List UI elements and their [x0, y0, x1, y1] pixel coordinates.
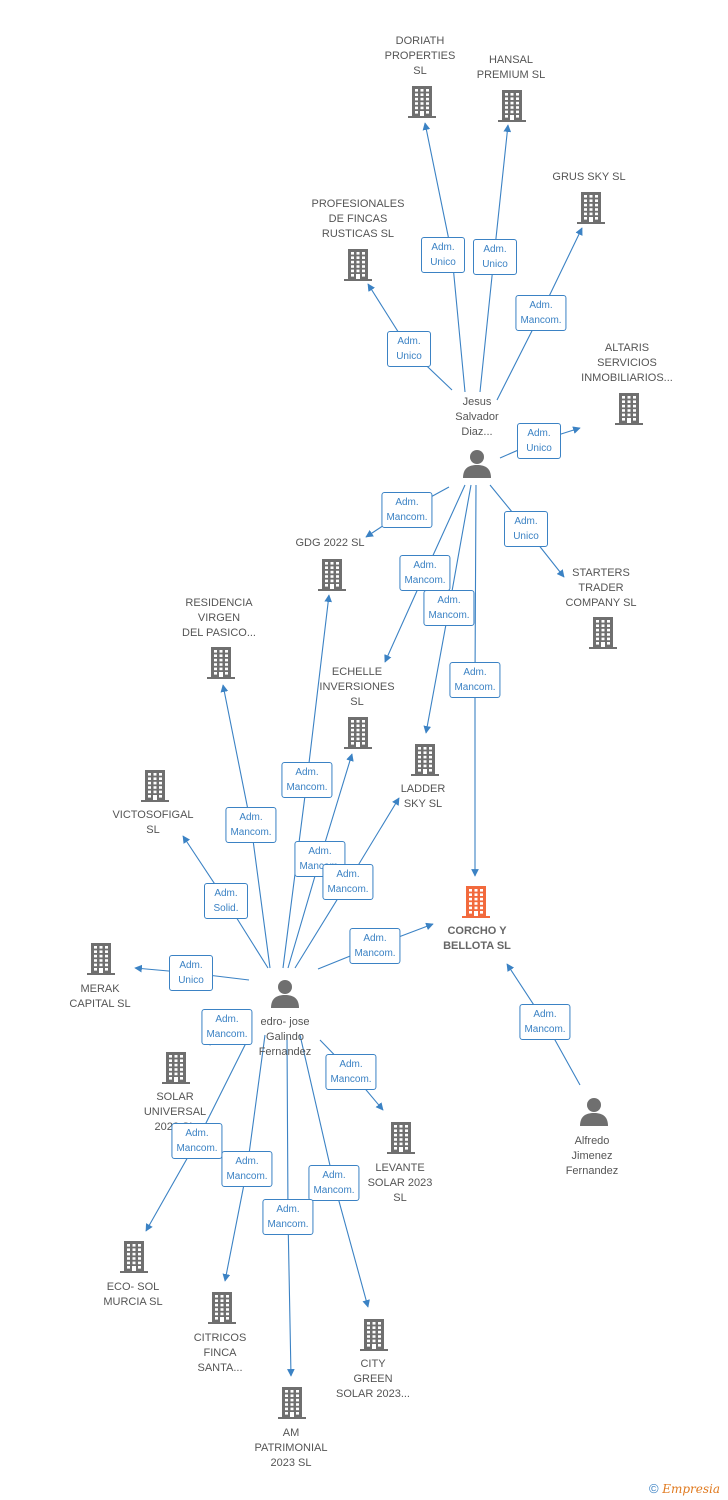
relation-label: Adm. Mancom.: [399, 555, 451, 591]
company-label-grus[interactable]: GRUS SKY SL: [552, 171, 626, 183]
relation-label: Adm. Mancom.: [171, 1123, 223, 1159]
relation-label: Adm. Mancom.: [515, 295, 567, 331]
person-icon[interactable]: [462, 448, 492, 483]
building-icon[interactable]: [588, 615, 618, 654]
building-icon[interactable]: [119, 1239, 149, 1278]
person-icon[interactable]: [270, 978, 300, 1013]
building-icon[interactable]: [140, 768, 170, 807]
relation-label: Adm. Unico: [504, 511, 548, 547]
building-icon[interactable]: [407, 84, 437, 123]
company-label-solar[interactable]: SOLAR UNIVERSAL 2023 SL: [143, 1091, 207, 1133]
copyright-symbol: ©: [648, 1481, 659, 1496]
relation-label: Adm. Mancom.: [423, 590, 475, 626]
company-label-merak[interactable]: MERAK CAPITAL SL: [69, 983, 131, 1010]
relation-label: Adm. Mancom.: [381, 492, 433, 528]
company-label-hansal[interactable]: HANSAL PREMIUM SL: [476, 54, 546, 81]
relation-label: Adm. Solid.: [204, 883, 248, 919]
company-label-citricos[interactable]: CITRICOS FINCA SANTA...: [193, 1332, 247, 1374]
building-icon[interactable]: [161, 1050, 191, 1089]
company-label-echelle[interactable]: ECHELLE INVERSIONES SL: [319, 666, 395, 708]
relation-label: Adm. Mancom.: [449, 662, 501, 698]
person-label-pedro[interactable]: edro- jose Galindo Fernandez: [258, 1016, 312, 1058]
building-icon[interactable]: [206, 645, 236, 684]
company-label-city[interactable]: CITY GREEN SOLAR 2023...: [336, 1358, 410, 1400]
company-label-ladder[interactable]: LADDER SKY SL: [400, 783, 446, 810]
person-label-jesus[interactable]: Jesus Salvador Diaz...: [455, 396, 499, 438]
company-label-doriath[interactable]: DORIATH PROPERTIES SL: [384, 35, 456, 77]
building-icon[interactable]: [343, 715, 373, 754]
relation-label: Adm. Mancom.: [519, 1004, 571, 1040]
building-icon[interactable]: [614, 391, 644, 430]
relation-label: Adm. Mancom.: [281, 762, 333, 798]
relation-label: Adm. Mancom.: [262, 1199, 314, 1235]
person-icon[interactable]: [579, 1096, 609, 1131]
company-label-levante[interactable]: LEVANTE SOLAR 2023 SL: [367, 1162, 433, 1204]
relation-label: Adm. Unico: [169, 955, 213, 991]
building-icon[interactable]: [343, 247, 373, 286]
building-icon[interactable]: [576, 190, 606, 229]
building-icon[interactable]: [207, 1290, 237, 1329]
relation-label: Adm. Mancom.: [225, 807, 277, 843]
company-label-corcho[interactable]: CORCHO Y BELLOTA SL: [443, 925, 511, 952]
relation-label: Adm. Mancom.: [325, 1054, 377, 1090]
company-label-starters[interactable]: STARTERS TRADER COMPANY SL: [565, 567, 637, 609]
company-label-profesionales[interactable]: PROFESIONALES DE FINCAS RUSTICAS SL: [311, 198, 405, 240]
focus-company-icon[interactable]: [461, 884, 491, 923]
brand-logo[interactable]: Empresia: [662, 1482, 720, 1496]
company-label-eco[interactable]: ECO- SOL MURCIA SL: [103, 1281, 163, 1308]
relation-label: Adm. Mancom.: [322, 864, 374, 900]
person-label-alfredo[interactable]: Alfredo Jimenez Fernandez: [565, 1135, 619, 1177]
company-label-victosofigal[interactable]: VICTOSOFIGAL SL: [112, 809, 194, 836]
relation-label: Adm. Unico: [473, 239, 517, 275]
relation-label: Adm. Unico: [421, 237, 465, 273]
building-icon[interactable]: [497, 88, 527, 127]
relation-label: Adm. Mancom.: [349, 928, 401, 964]
relation-label: Adm. Mancom.: [308, 1165, 360, 1201]
building-icon[interactable]: [317, 557, 347, 596]
building-icon[interactable]: [359, 1317, 389, 1356]
building-icon[interactable]: [386, 1120, 416, 1159]
building-icon[interactable]: [277, 1385, 307, 1424]
company-label-am[interactable]: AM PATRIMONIAL 2023 SL: [254, 1427, 328, 1469]
relation-label: Adm. Mancom.: [221, 1151, 273, 1187]
relation-label: Adm. Unico: [387, 331, 431, 367]
building-icon[interactable]: [86, 941, 116, 980]
company-label-residencia[interactable]: RESIDENCIA VIRGEN DEL PASICO...: [182, 597, 256, 639]
relation-label: Adm. Mancom.: [201, 1009, 253, 1045]
company-label-gdg[interactable]: GDG 2022 SL: [295, 537, 365, 549]
building-icon[interactable]: [410, 742, 440, 781]
relation-label: Adm. Unico: [517, 423, 561, 459]
company-label-altaris[interactable]: ALTARIS SERVICIOS INMOBILIARIOS...: [581, 342, 673, 384]
footer: © Empresia: [649, 1481, 720, 1496]
